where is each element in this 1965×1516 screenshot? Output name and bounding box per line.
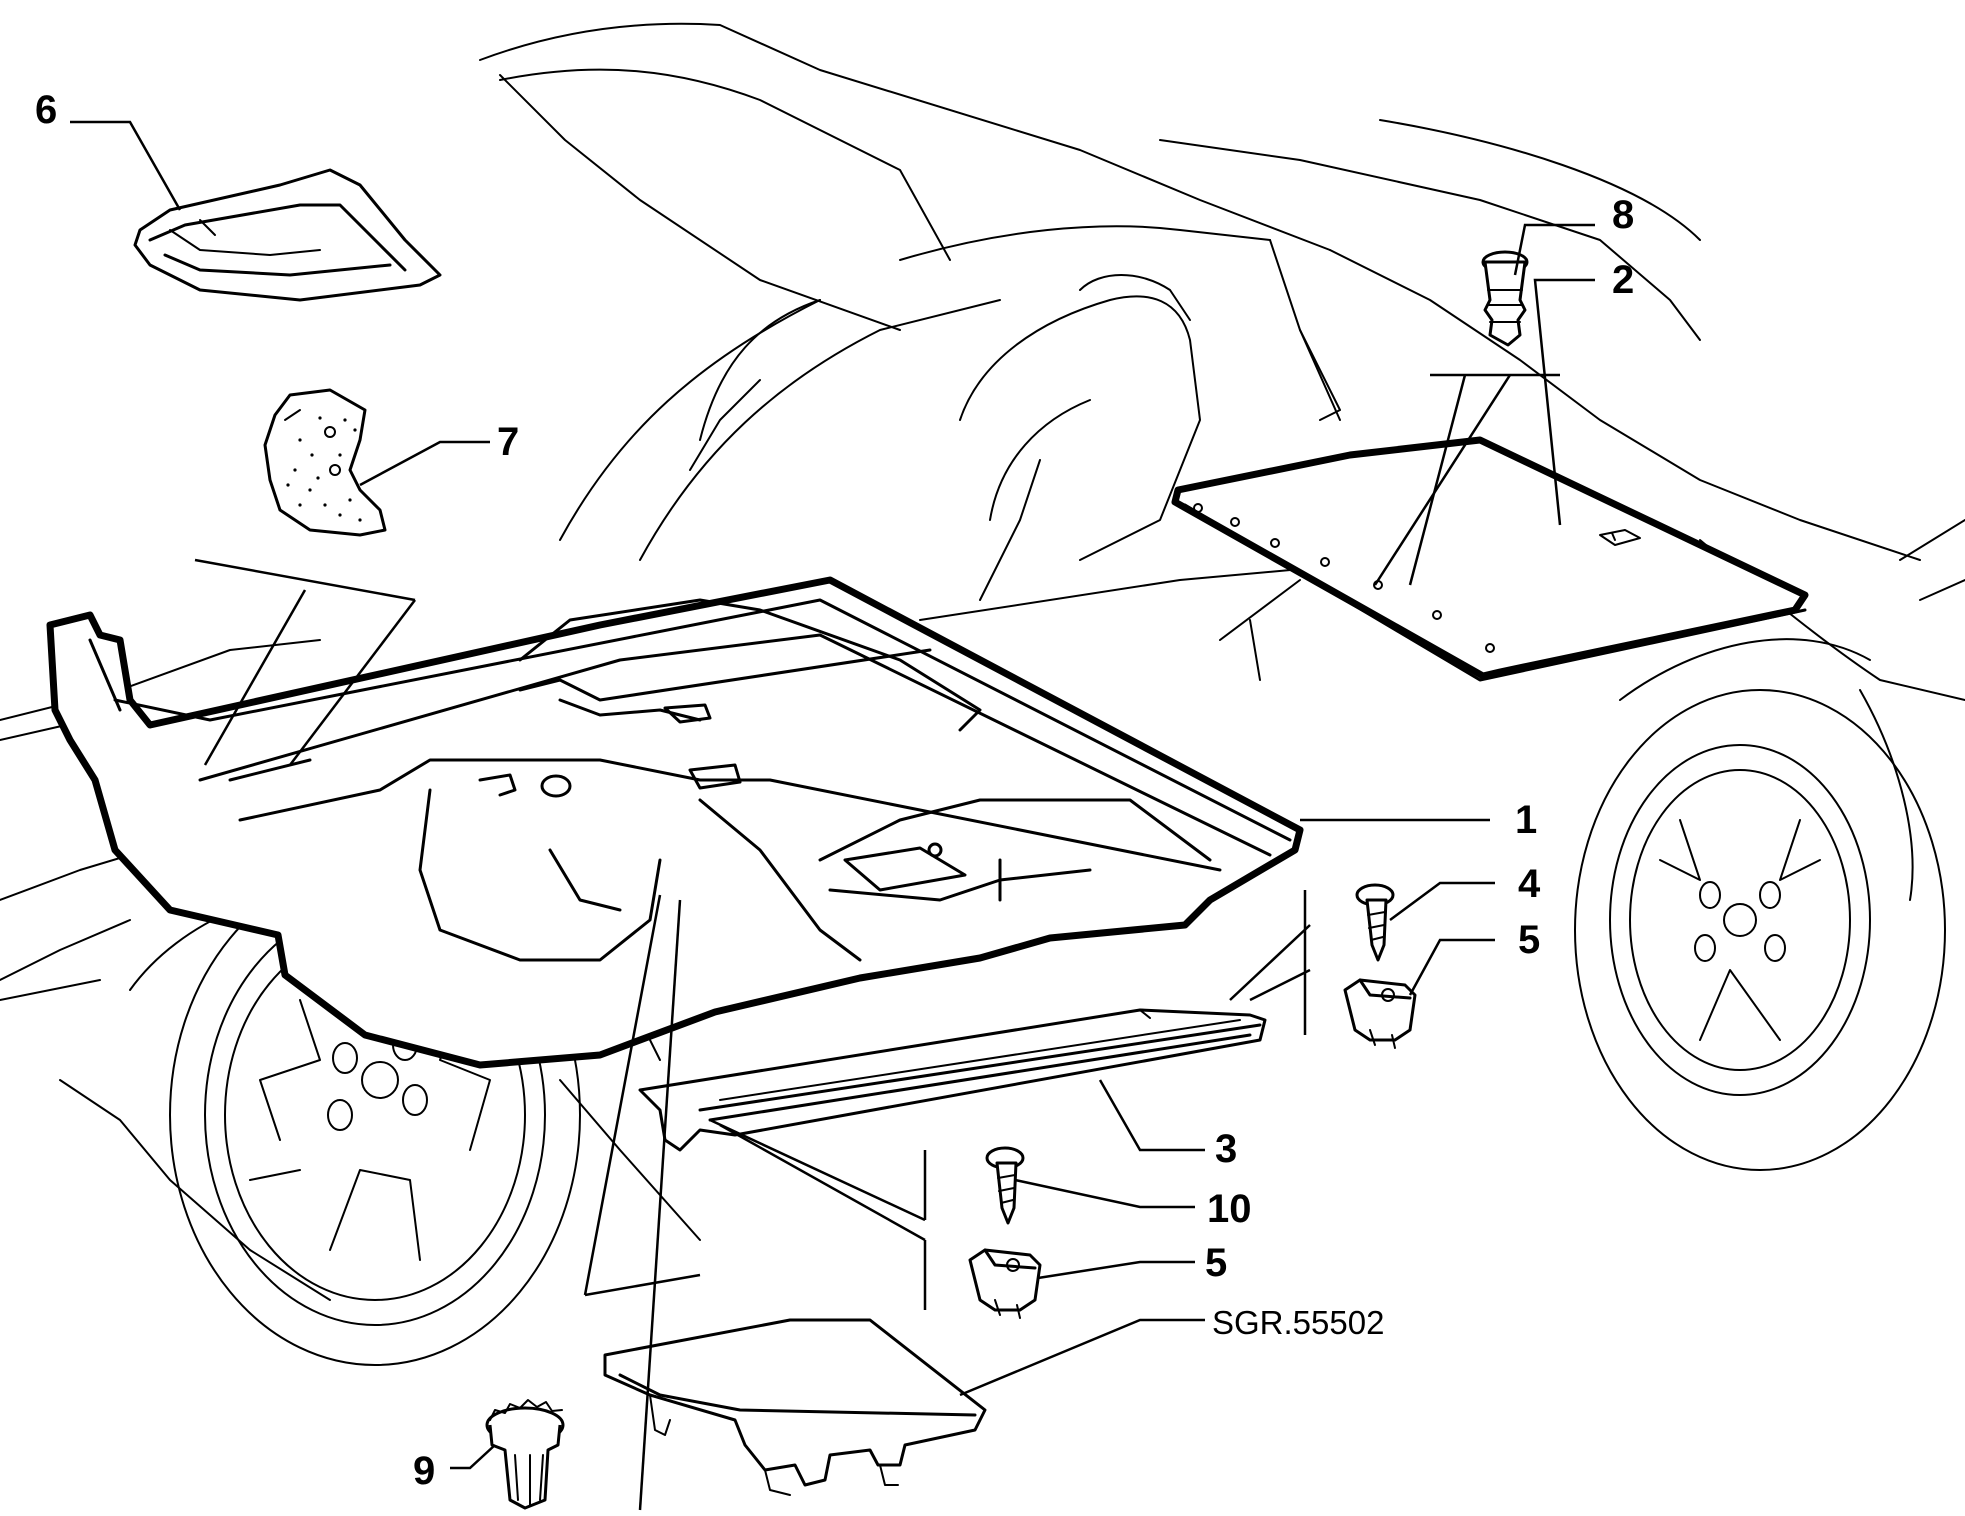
trim-cover-part-6 bbox=[133, 168, 442, 302]
callout-3: 3 bbox=[1215, 1127, 1237, 1171]
plug-part-8 bbox=[1481, 250, 1529, 347]
callout-7: 7 bbox=[497, 420, 519, 464]
callout-9: 9 bbox=[413, 1449, 435, 1493]
callout-6: 6 bbox=[35, 88, 57, 132]
screw-part-10 bbox=[985, 1146, 1025, 1225]
callout-1: 1 bbox=[1515, 798, 1537, 842]
clip-nut-part-5-lower bbox=[968, 1248, 1042, 1319]
screw-part-4 bbox=[1355, 883, 1395, 962]
callout-2: 2 bbox=[1612, 258, 1634, 302]
callout-5-lower: 5 bbox=[1205, 1241, 1227, 1285]
trunk-floor-panel-part-2 bbox=[1171, 436, 1809, 682]
clip-nut-part-5-upper bbox=[1343, 978, 1417, 1049]
floor-tray-part-1 bbox=[46, 576, 1304, 1069]
leader-lines bbox=[70, 120, 1595, 1511]
callout-10: 10 bbox=[1207, 1187, 1252, 1231]
tray-cover bbox=[603, 1318, 987, 1496]
rear-wheel bbox=[1574, 689, 1946, 1171]
callout-4: 4 bbox=[1518, 862, 1541, 906]
cap-part-9 bbox=[485, 1399, 565, 1510]
foam-pad-part-7 bbox=[263, 388, 387, 537]
callout-5-upper: 5 bbox=[1518, 918, 1540, 962]
callout-8: 8 bbox=[1612, 193, 1634, 237]
drawing-code: SGR.55502 bbox=[1212, 1304, 1384, 1341]
callout-labels: 1 2 3 4 5 5 6 7 8 9 10 SGR.55502 bbox=[35, 88, 1634, 1493]
sill-trim-part-3 bbox=[638, 1008, 1267, 1152]
